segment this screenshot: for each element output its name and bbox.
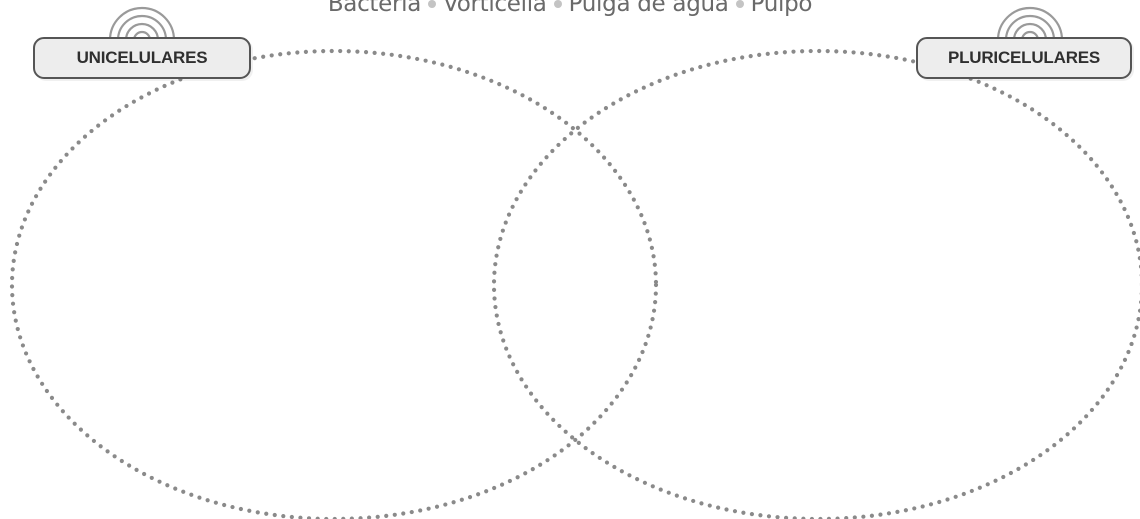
sound-icon-right[interactable] <box>996 6 1064 41</box>
word-bank: Bacteria Vorticella Pulga de agua Pulpo <box>0 0 1140 17</box>
label-pluricelulares-text: PLURICELULARES <box>947 48 1101 67</box>
separator-dot <box>735 0 744 8</box>
separator-dot <box>553 0 562 8</box>
label-unicelulares-text: UNICELULARES <box>76 48 208 67</box>
separator-dot <box>428 0 437 8</box>
word-bank-item: Pulga de agua <box>568 0 729 17</box>
word-bank-item: Vorticella <box>443 0 547 17</box>
label-pluricelulares: PLURICELULARES <box>916 37 1132 79</box>
set-circle-unicelulares <box>9 48 659 519</box>
word-bank-item: Pulpo <box>750 0 813 17</box>
label-unicelulares: UNICELULARES <box>33 37 251 79</box>
word-bank-item: Bacteria <box>327 0 422 17</box>
set-circle-pluricelulares <box>491 48 1140 519</box>
